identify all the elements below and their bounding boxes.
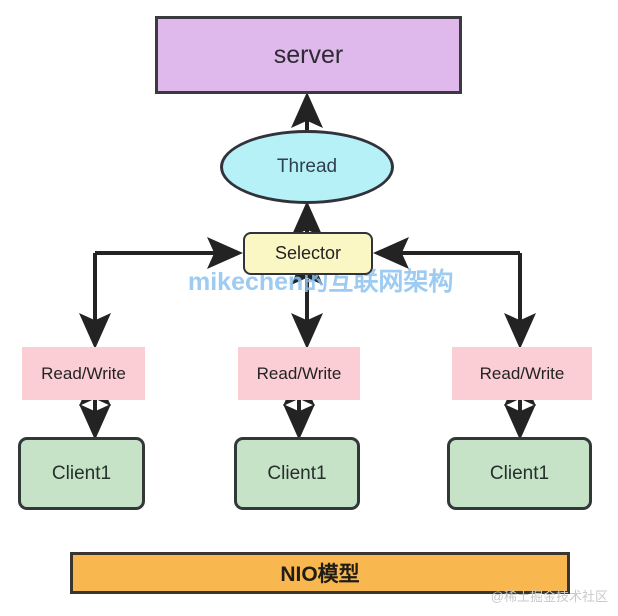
node-client-middle[interactable]: Client1 [234, 437, 360, 510]
node-thread[interactable]: Thread [220, 130, 394, 204]
node-client-left[interactable]: Client1 [18, 437, 145, 510]
diagram-title-bar: NIO模型 [70, 552, 570, 594]
node-server[interactable]: server [155, 16, 462, 94]
node-selector[interactable]: Selector [243, 232, 373, 275]
node-read-write-left[interactable]: Read/Write [22, 347, 145, 400]
node-client-right[interactable]: Client1 [447, 437, 592, 510]
node-read-write-right[interactable]: Read/Write [452, 347, 592, 400]
node-read-write-middle[interactable]: Read/Write [238, 347, 360, 400]
